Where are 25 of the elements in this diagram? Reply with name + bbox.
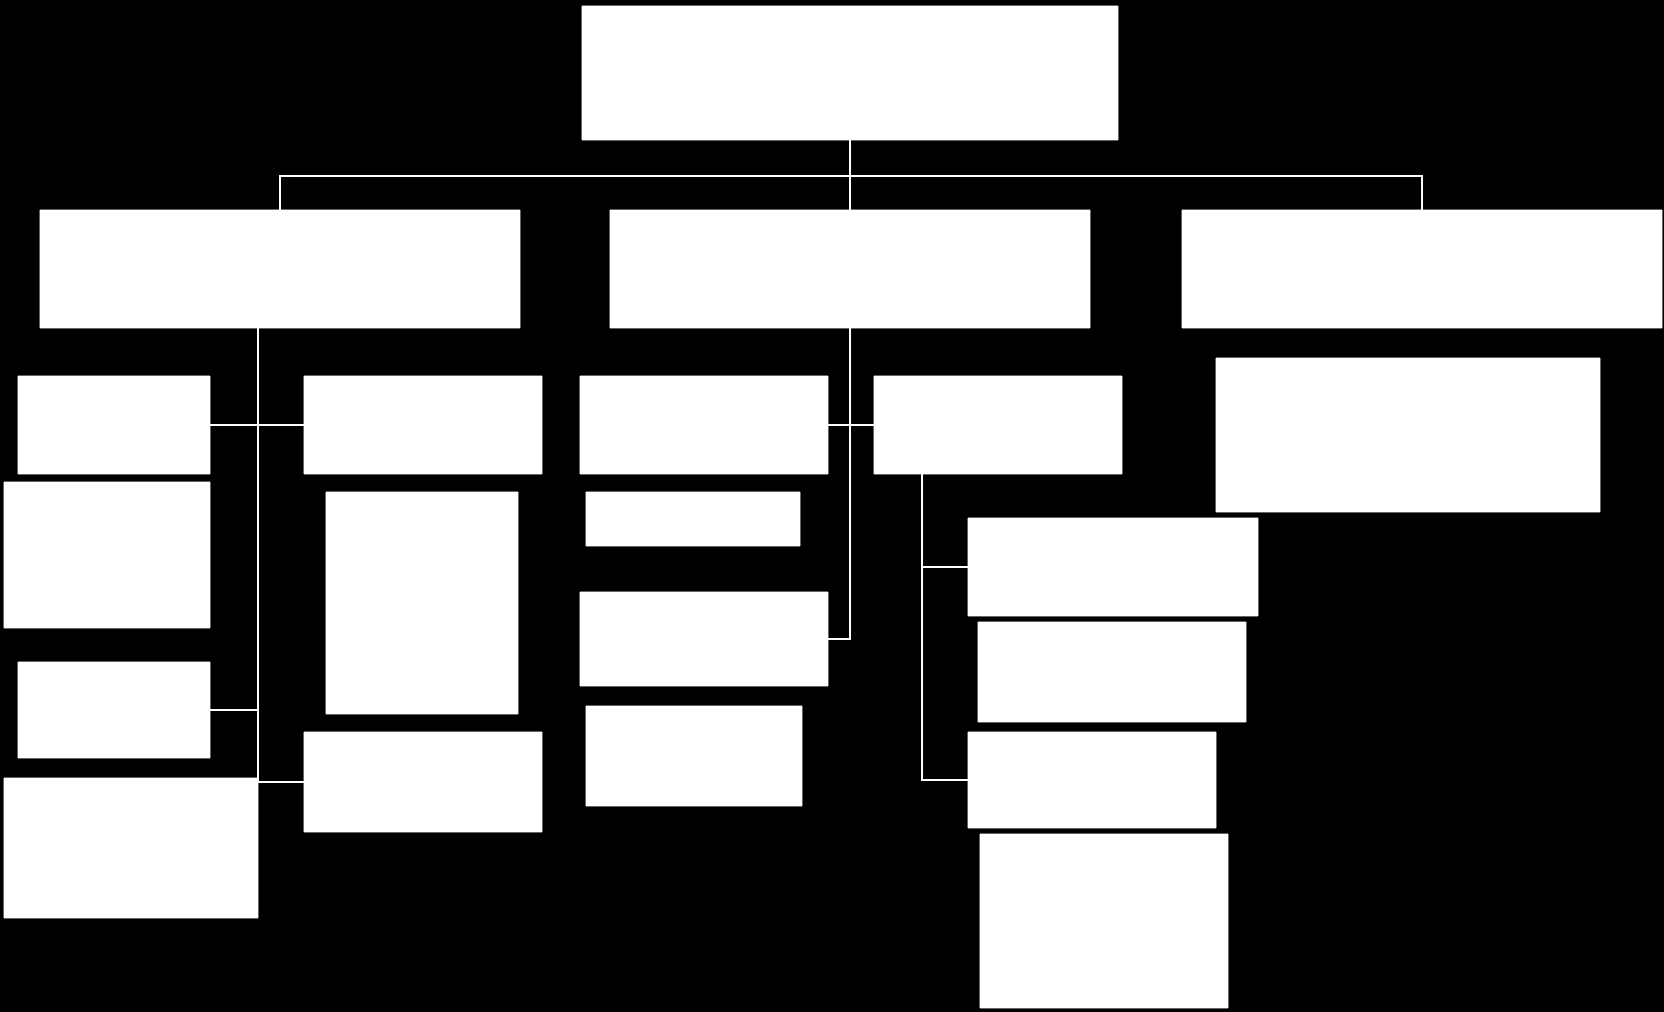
empty-box bbox=[3, 481, 211, 629]
empty-box bbox=[1215, 357, 1601, 513]
connector-line bbox=[827, 327, 851, 640]
empty-box bbox=[579, 375, 829, 475]
empty-box bbox=[977, 621, 1247, 723]
empty-box bbox=[585, 491, 801, 547]
empty-box bbox=[873, 375, 1123, 475]
empty-box bbox=[3, 777, 259, 919]
connector-line bbox=[849, 139, 1423, 211]
empty-box bbox=[979, 833, 1229, 1009]
empty-box bbox=[303, 375, 543, 475]
empty-box bbox=[303, 731, 543, 833]
empty-box bbox=[967, 517, 1259, 617]
empty-box bbox=[579, 591, 829, 687]
connector-line bbox=[257, 327, 305, 783]
empty-box bbox=[585, 705, 803, 807]
empty-box bbox=[1181, 209, 1663, 329]
empty-box bbox=[17, 375, 211, 475]
connector-line bbox=[921, 473, 969, 781]
empty-box bbox=[967, 731, 1217, 829]
empty-box bbox=[17, 661, 211, 759]
empty-box bbox=[325, 491, 519, 715]
empty-box bbox=[581, 5, 1119, 141]
empty-box bbox=[609, 209, 1091, 329]
empty-box bbox=[39, 209, 521, 329]
